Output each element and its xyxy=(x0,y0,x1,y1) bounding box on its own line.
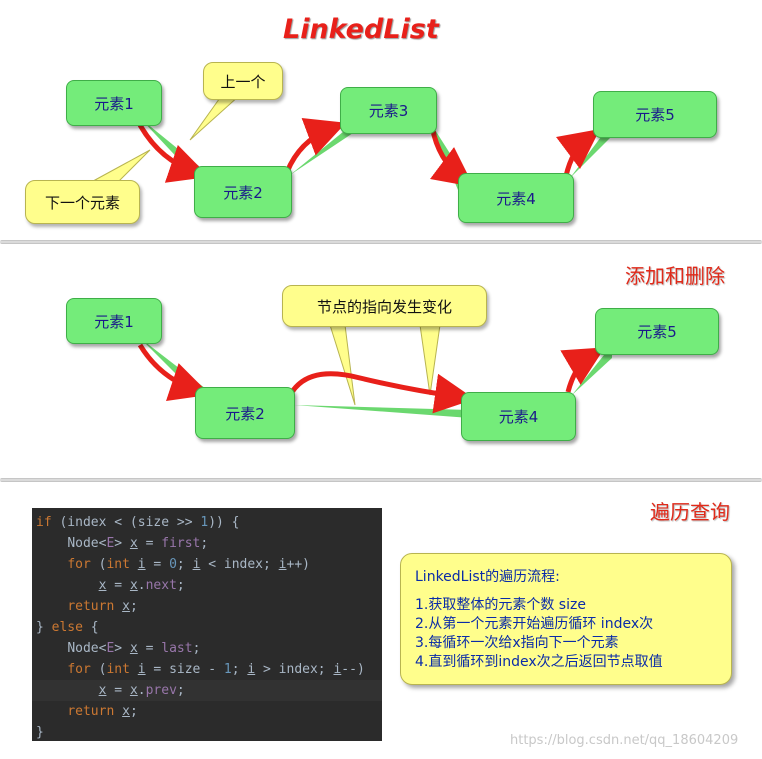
node2-5: 元素5 xyxy=(595,308,719,355)
divider-1 xyxy=(0,240,762,244)
arrow-1-2 xyxy=(137,123,210,183)
info-step: 2.从第一个元素开始遍历循环 index次 xyxy=(415,616,654,632)
arrow2-4-5 xyxy=(560,347,605,393)
code-line: return x; xyxy=(67,704,138,719)
section-add-delete: 添加和删除 xyxy=(625,264,725,288)
callout-next: 下一个元素 xyxy=(25,180,140,224)
code-line: x = x.prev; xyxy=(32,680,382,701)
callout-pointer-change: 节点的指向发生变化 xyxy=(282,285,487,327)
watermark: https://blog.csdn.net/qq_18604209 xyxy=(510,733,739,748)
traversal-info-box: LinkedList的遍历流程: 1.获取整体的元素个数 size 2.从第一个… xyxy=(400,553,732,685)
code-line: for (int i = 0; i < index; i++) xyxy=(67,557,310,572)
diagram-title: LinkedList xyxy=(283,14,439,45)
code-line: return x; xyxy=(67,599,138,614)
arrow-2-3 xyxy=(284,118,347,173)
code-line: if (index < (size >> 1)) { xyxy=(36,515,240,530)
section-traverse: 遍历查询 xyxy=(650,500,730,524)
divider-2 xyxy=(0,478,762,482)
code-block: if (index < (size >> 1)) { Node<E> x = f… xyxy=(32,508,382,741)
code-line: for (int i = size - 1; i > index; i--) xyxy=(67,662,365,677)
code-line: } xyxy=(36,725,44,740)
arrow-4-5 xyxy=(555,128,600,177)
code-line: Node<E> x = last; xyxy=(67,641,201,656)
node-5: 元素5 xyxy=(593,91,717,138)
node-2: 元素2 xyxy=(194,166,292,218)
node-3: 元素3 xyxy=(340,87,437,134)
code-line: } else { xyxy=(36,620,99,635)
node2-2: 元素2 xyxy=(195,387,295,439)
code-line: Node<E> x = first; xyxy=(67,536,209,551)
info-step: 3.每循环一次给x指向下一个元素 xyxy=(415,635,619,651)
callout-tail-prev xyxy=(189,94,242,141)
info-title: LinkedList的遍历流程: xyxy=(415,569,560,585)
node-1: 元素1 xyxy=(66,80,162,126)
code-line: x = x.next; xyxy=(98,578,185,593)
arrow2-1-2 xyxy=(137,343,211,402)
callout2-tail-b xyxy=(419,324,441,396)
node2-1: 元素1 xyxy=(66,298,162,344)
node-4: 元素4 xyxy=(458,173,574,223)
info-step: 4.直到循环到index次之后返回节点取值 xyxy=(415,654,663,670)
callout2-tail-a xyxy=(329,324,356,406)
arrow2-2-4 xyxy=(289,371,475,414)
info-step: 1.获取整体的元素个数 size xyxy=(415,597,586,613)
callout-prev: 上一个 xyxy=(203,62,283,100)
link2-2-4 xyxy=(294,405,470,418)
node2-4: 元素4 xyxy=(461,392,576,441)
